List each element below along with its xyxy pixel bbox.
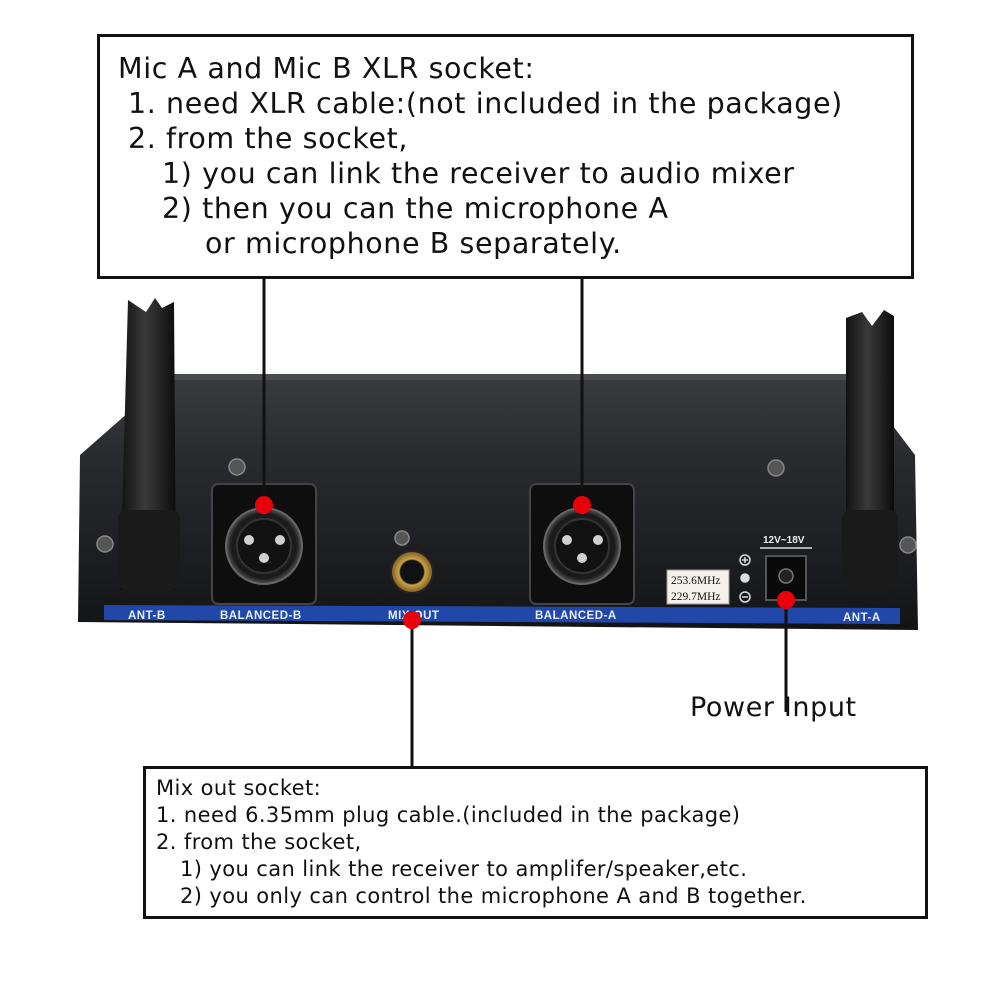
mix-out-callout-box: Mix out socket: 1. need 6.35mm plug cabl… [143,766,928,919]
marker-balanced-a [573,496,591,514]
label-balanced-a: BALANCED-A [535,610,617,622]
label-ant-b: ANT-B [128,610,166,622]
power-socket-icon: 12V~18V [760,535,812,601]
marker-mix-out [403,611,421,629]
mix-out-jack-icon [390,550,434,594]
mix-callout-line-3: 2. from the socket, [156,830,362,854]
xlr-callout-line-5: 2) then you can the microphone A [162,192,669,225]
mix-callout-line-2: 1. need 6.35mm plug cable.(included in t… [156,803,741,827]
xlr-callout-line-4: 1) you can link the receiver to audio mi… [162,157,795,190]
xlr-socket-a-icon [529,483,635,605]
chassis-top [80,376,915,455]
panel-stripe [104,605,900,624]
power-input-label: Power Input [690,692,857,723]
frequency-2: 229.7MHz [671,591,721,603]
frequency-1: 253.6MHz [671,575,721,587]
mix-callout-line-4: 1) you can link the receiver to amplifer… [180,857,748,881]
xlr-callout-line-2: 1. need XLR cable:(not included in the p… [128,87,843,120]
polarity-icon [739,554,751,603]
label-balanced-b: BALANCED-B [220,610,302,622]
label-ant-a: ANT-A [843,612,881,624]
xlr-callout-box: Mic A and Mic B XLR socket: 1. need XLR … [97,34,914,279]
xlr-callout-line-1: Mic A and Mic B XLR socket: [118,52,535,85]
xlr-callout-line-3: 2. from the socket, [128,122,409,155]
mix-callout-line-1: Mix out socket: [156,776,322,800]
marker-dots [255,496,795,629]
leader-lines [262,279,788,766]
xlr-callout-line-6: or microphone B separately. [205,227,622,260]
voltage-label: 12V~18V [763,535,805,546]
chassis-top-edge [170,374,855,380]
antenna-b-icon [118,298,180,590]
frequency-sticker: 253.6MHz 229.7MHz [666,569,730,605]
antenna-a-icon [842,310,898,590]
xlr-socket-b-icon [211,483,317,605]
marker-balanced-b [255,496,273,514]
marker-power [777,591,795,609]
mix-callout-line-5: 2) you only can control the microphone A… [180,884,807,908]
